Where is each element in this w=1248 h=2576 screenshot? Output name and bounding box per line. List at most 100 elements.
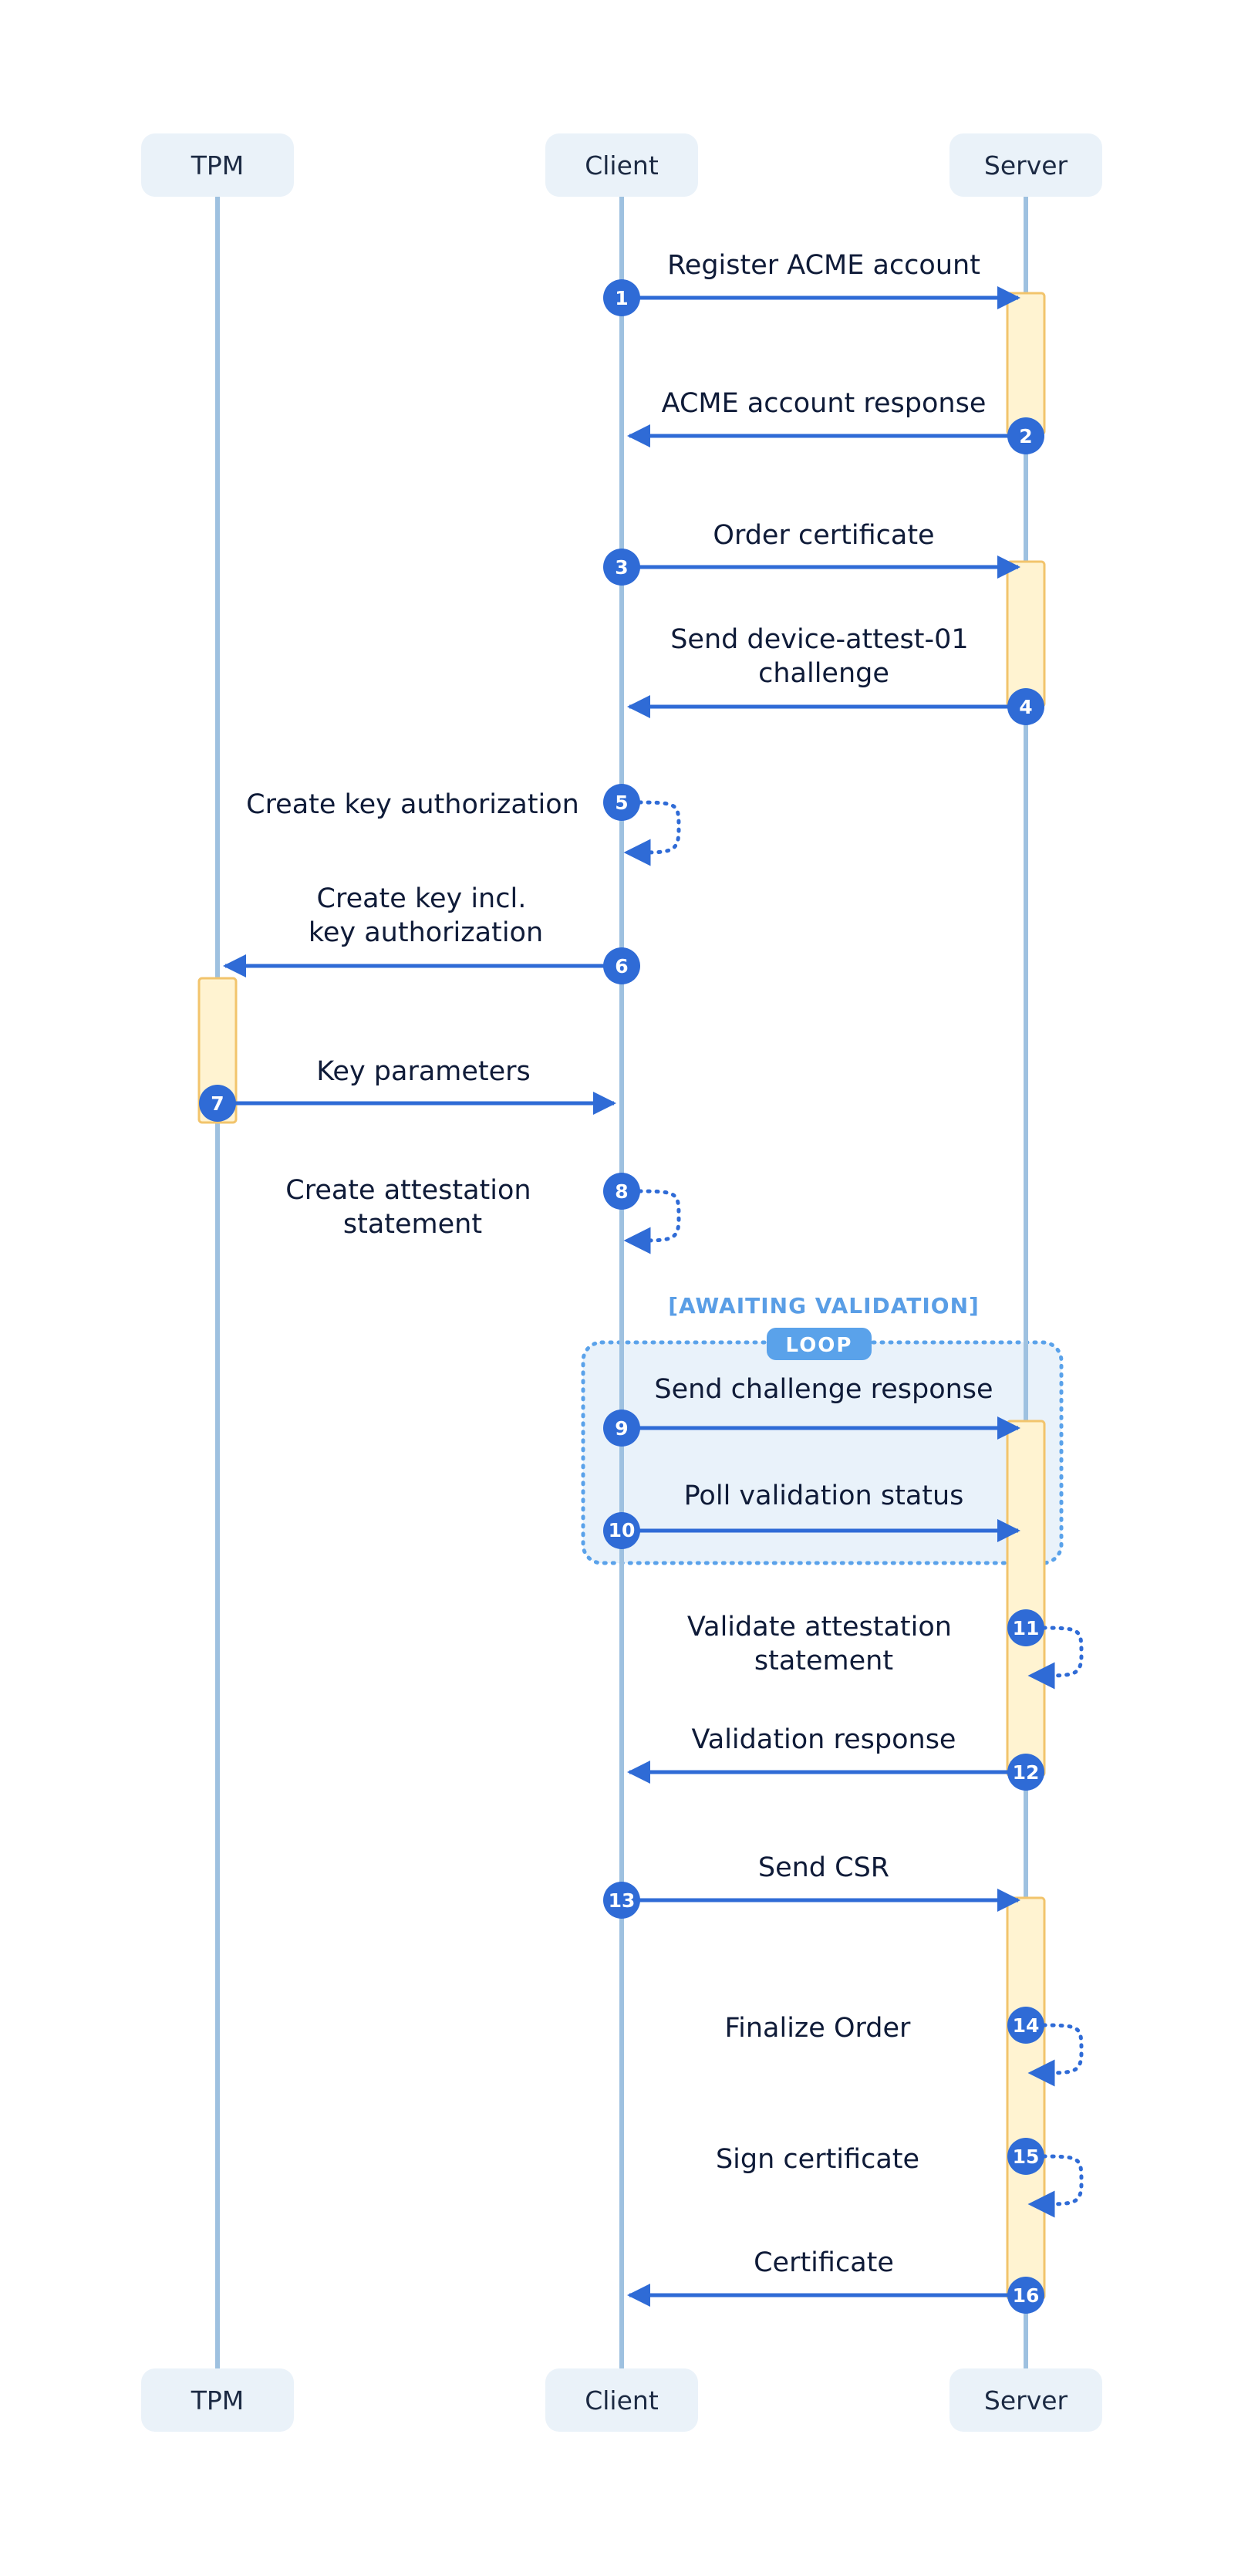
participant-label: TPM xyxy=(191,150,245,181)
participant-label: Server xyxy=(984,150,1068,181)
step-label-line: statement xyxy=(343,1209,482,1240)
step-number-badge xyxy=(603,1512,640,1549)
step-label: Order certificate xyxy=(713,520,934,551)
participant-label: TPM xyxy=(191,2385,245,2416)
step-number: 6 xyxy=(615,955,628,977)
step-12-message: Validation response 12 xyxy=(627,1724,1044,1791)
step-label-line: Create key authorization xyxy=(246,789,579,820)
step-2-message: ACME account response 2 xyxy=(627,388,1044,454)
participant-server-bottom: Server xyxy=(949,2368,1102,2432)
step-number: 8 xyxy=(615,1180,628,1203)
step-label-line: Send CSR xyxy=(758,1852,889,1883)
participant-client-top: Client xyxy=(545,133,698,197)
step-label-line: Certificate xyxy=(754,2247,894,2278)
step-label: Validation response xyxy=(692,1724,956,1755)
step-label-line: challenge xyxy=(758,658,889,689)
step-number-badge xyxy=(603,784,640,821)
step-number-badge xyxy=(1007,2138,1044,2175)
step-number-badge xyxy=(603,279,640,316)
step-16-message: Certificate 16 xyxy=(627,2247,1044,2314)
step-number: 2 xyxy=(1019,425,1032,447)
step-label: Register ACME account xyxy=(667,250,980,281)
step-label: Certificate xyxy=(754,2247,894,2278)
server-activation-1 xyxy=(1006,292,1046,436)
step-8-self-message: Create attestation statement 8 xyxy=(285,1173,681,1254)
step-label-line: Finalize Order xyxy=(725,2013,911,2044)
step-label-line: statement xyxy=(754,1646,893,1676)
step-number: 7 xyxy=(211,1092,224,1115)
step-1-message: Register ACME account 1 xyxy=(603,250,1020,316)
step-label: Send challenge response xyxy=(654,1374,993,1405)
step-number-badge xyxy=(603,1882,640,1919)
step-label-line: Validate attestation xyxy=(687,1612,952,1642)
step-label-line: Sign certificate xyxy=(716,2144,919,2175)
step-number: 10 xyxy=(609,1519,636,1541)
step-number-badge xyxy=(603,947,640,984)
step-label: Create attestation statement xyxy=(285,1175,539,1240)
step-number-badge xyxy=(603,1410,640,1447)
step-number: 11 xyxy=(1013,1617,1040,1639)
step-11-self-message: Validate attestation statement 11 xyxy=(687,1609,1084,1690)
step-6-message: Create key incl. key authorization 6 xyxy=(223,883,640,984)
participant-tpm-bottom: TPM xyxy=(141,2368,294,2432)
step-label-line: Order certificate xyxy=(713,520,934,551)
step-number: 4 xyxy=(1019,696,1032,718)
participant-client-bottom: Client xyxy=(545,2368,698,2432)
step-5-self-message: Create key authorization 5 xyxy=(246,784,681,866)
step-label-line: key authorization xyxy=(309,917,543,948)
step-number-badge xyxy=(603,1173,640,1210)
step-number-badge xyxy=(1007,2007,1044,2044)
loop-tag-label: LOOP xyxy=(786,1334,853,1357)
step-label: Send CSR xyxy=(758,1852,889,1883)
step-number: 15 xyxy=(1013,2146,1040,2168)
participant-label: Server xyxy=(984,2385,1068,2416)
step-number: 14 xyxy=(1013,2014,1040,2037)
step-14-self-message: Finalize Order 14 xyxy=(725,2007,1084,2087)
step-label: Send device-attest-01 challenge xyxy=(670,624,977,689)
step-7-message: Key parameters 7 xyxy=(199,1056,616,1122)
step-label-line: ACME account response xyxy=(662,388,987,419)
step-label: Create key authorization xyxy=(246,789,579,820)
step-3-message: Order certificate 3 xyxy=(603,520,1020,586)
step-label: Validate attestation statement xyxy=(687,1612,960,1676)
step-label-line: Register ACME account xyxy=(667,250,980,281)
step-number-badge xyxy=(199,1085,236,1122)
step-number: 5 xyxy=(615,792,628,814)
step-label: Poll validation status xyxy=(684,1480,964,1511)
server-activation-2 xyxy=(1006,560,1046,708)
step-number-badge xyxy=(1007,1609,1044,1646)
participant-label: Client xyxy=(585,150,659,181)
server-activation-3 xyxy=(1006,1420,1046,1778)
participant-label: Client xyxy=(585,2385,659,2416)
step-number-badge xyxy=(603,549,640,586)
step-4-message: Send device-attest-01 challenge 4 xyxy=(627,624,1044,725)
step-number-badge xyxy=(1007,2277,1044,2314)
tpm-activation xyxy=(197,977,238,1124)
step-number-badge xyxy=(1007,1754,1044,1791)
step-number: 9 xyxy=(615,1417,628,1440)
step-label: Sign certificate xyxy=(716,2144,919,2175)
server-activation-4 xyxy=(1006,1896,1046,2301)
step-label-line: Poll validation status xyxy=(684,1480,964,1511)
step-number-badge xyxy=(1007,417,1044,454)
step-label-line: Send challenge response xyxy=(654,1374,993,1405)
loop-condition: [AWAITING VALIDATION] xyxy=(668,1293,980,1318)
step-label-line: Send device-attest-01 xyxy=(670,624,968,655)
step-9-message: Send challenge response 9 xyxy=(603,1374,1020,1447)
step-15-self-message: Sign certificate 15 xyxy=(716,2138,1084,2218)
step-label: Key parameters xyxy=(316,1056,531,1087)
step-label: ACME account response xyxy=(662,388,987,419)
step-label-line: Create key incl. xyxy=(317,883,527,914)
step-number: 12 xyxy=(1013,1761,1040,1784)
loop-tag: LOOP xyxy=(767,1328,872,1360)
step-10-message: Poll validation status 10 xyxy=(603,1480,1020,1549)
participant-tpm-top: TPM xyxy=(141,133,294,197)
step-label-line: Create attestation xyxy=(285,1175,531,1206)
step-label: Create key incl. key authorization xyxy=(309,883,543,948)
participant-server-top: Server xyxy=(949,133,1102,197)
step-label-line: Validation response xyxy=(692,1724,956,1755)
step-number: 1 xyxy=(615,287,628,309)
step-number: 13 xyxy=(609,1889,636,1912)
step-label-line: Key parameters xyxy=(316,1056,531,1087)
